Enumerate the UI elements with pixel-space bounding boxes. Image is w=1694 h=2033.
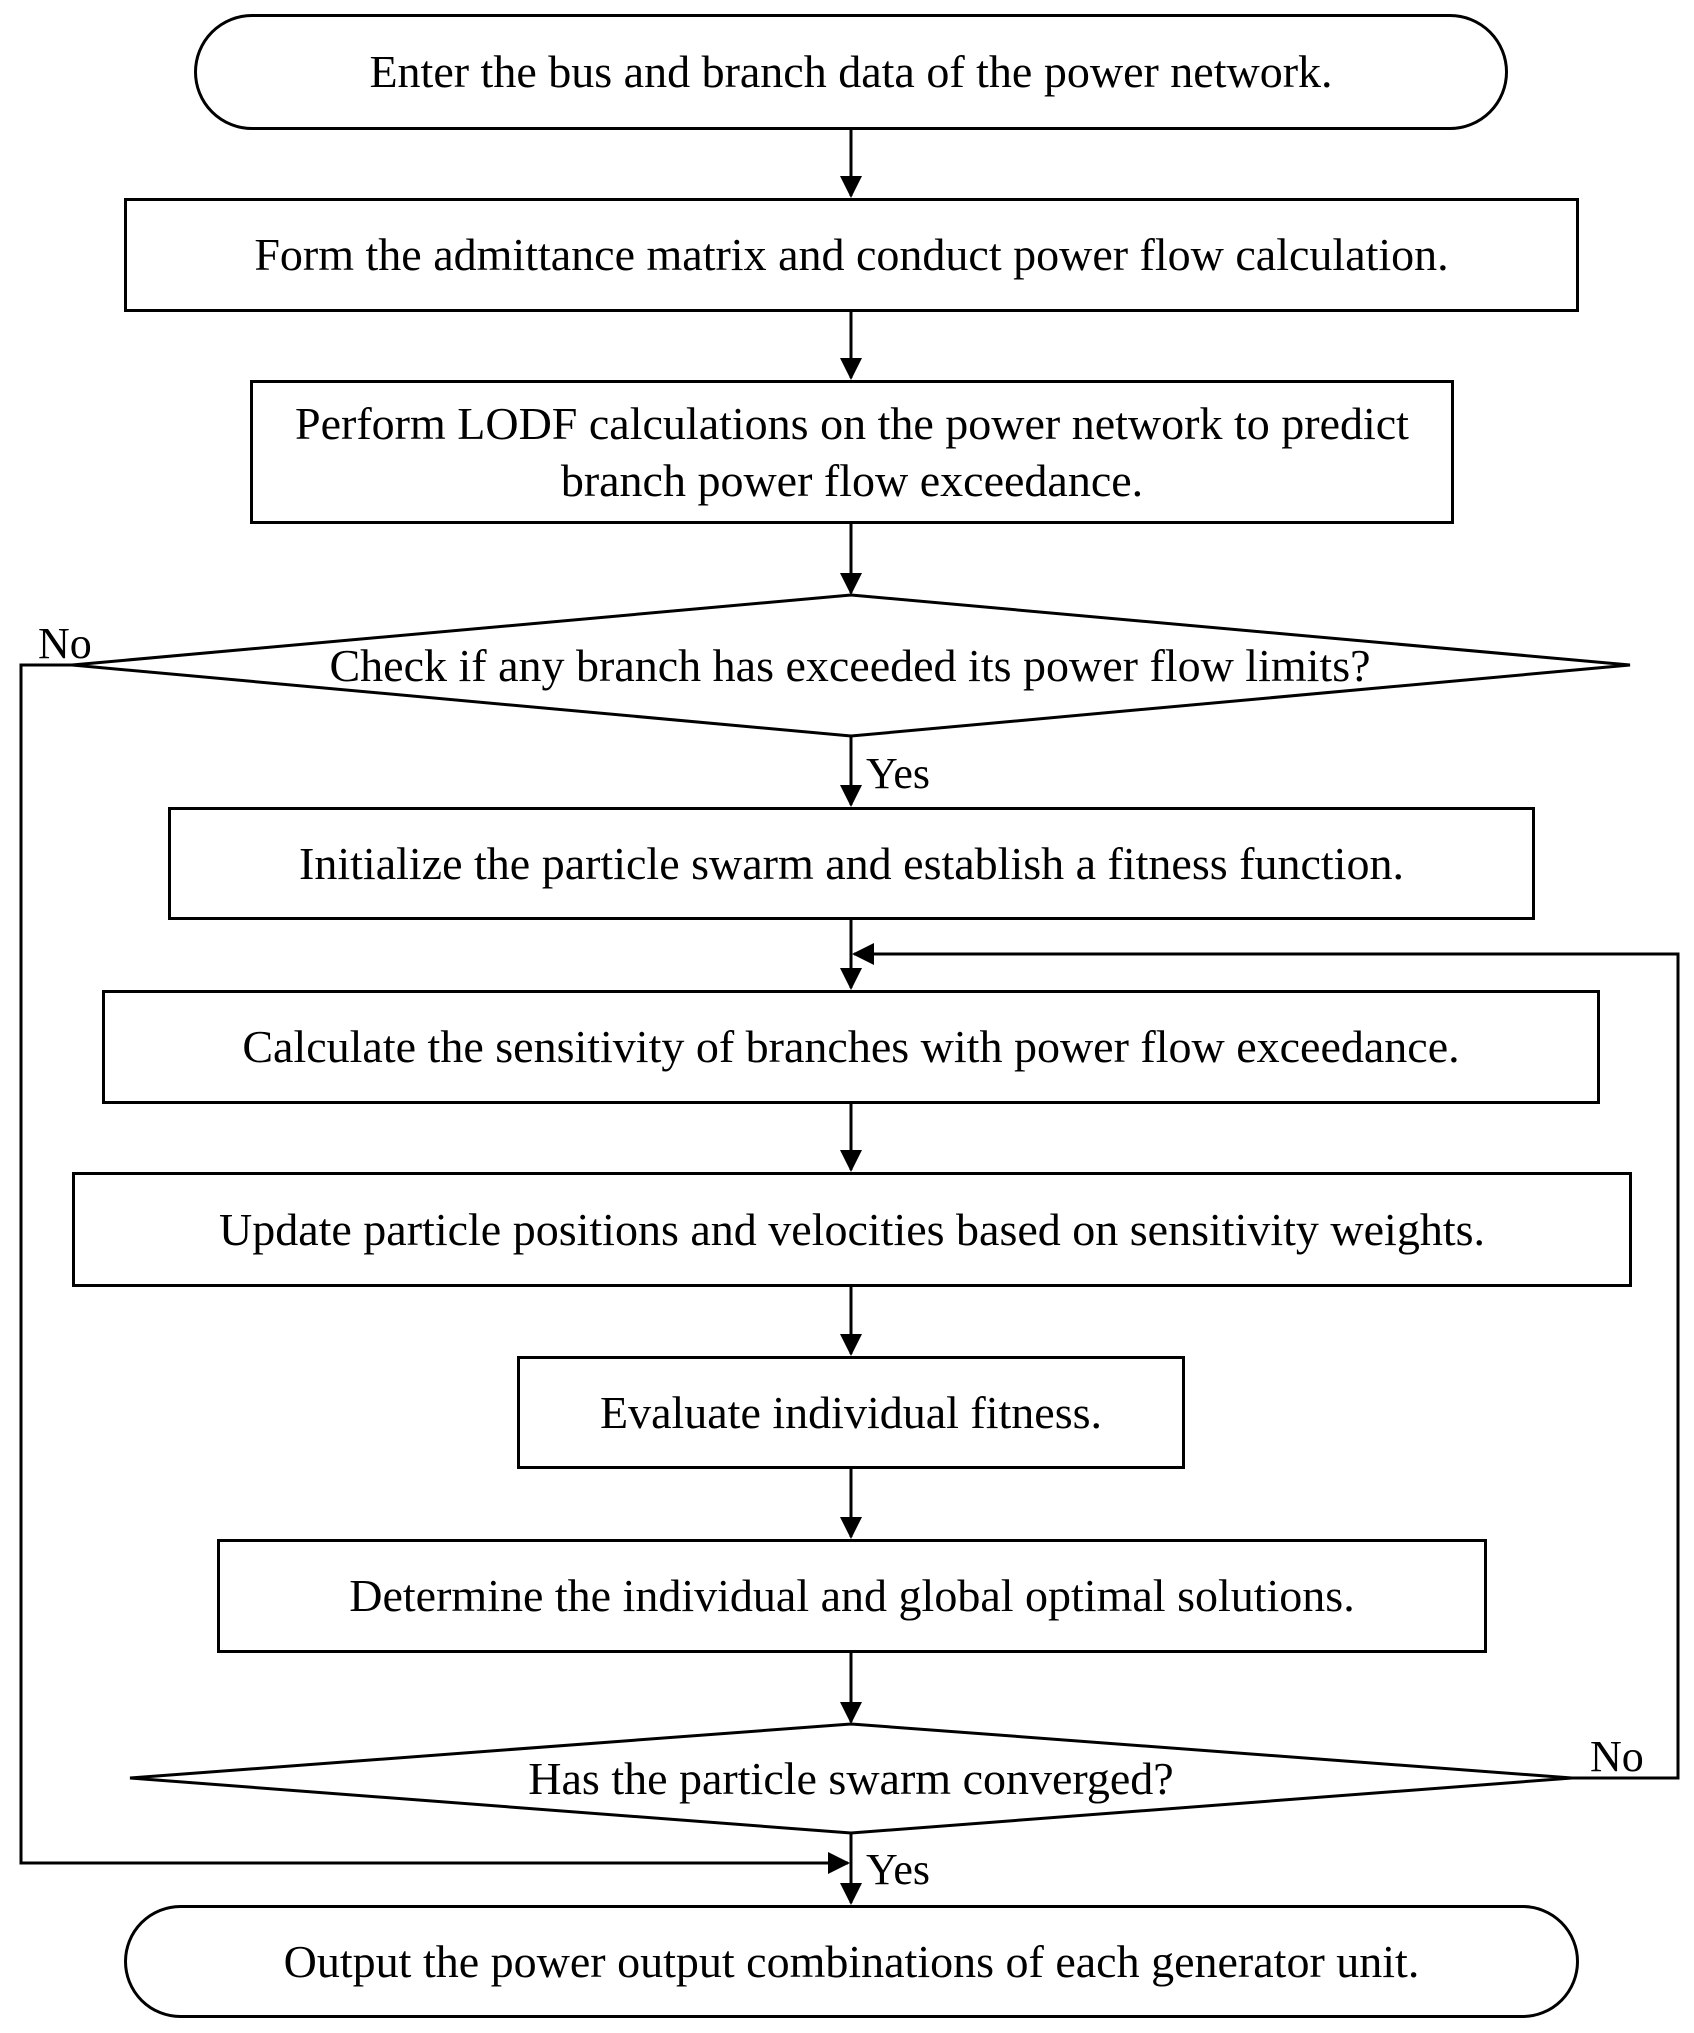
lodf-process: Perform LODF calculations on the power n… bbox=[250, 380, 1454, 524]
init-swarm-text: Initialize the particle swarm and establ… bbox=[299, 837, 1404, 889]
check-no-label: No bbox=[38, 619, 92, 668]
arrow-converged-no-loop bbox=[852, 943, 1680, 1780]
init-swarm-process: Initialize the particle swarm and establ… bbox=[168, 807, 1535, 920]
start-terminal: Enter the bus and branch data of the pow… bbox=[194, 14, 1508, 130]
optimal-text: Determine the individual and global opti… bbox=[349, 1570, 1355, 1622]
sensitivity-text: Calculate the sensitivity of branches wi… bbox=[242, 1021, 1460, 1073]
admittance-process: Form the admittance matrix and conduct p… bbox=[124, 198, 1579, 312]
lodf-text: Perform LODF calculations on the power n… bbox=[295, 397, 1409, 507]
update-process: Update particle positions and velocities… bbox=[72, 1172, 1632, 1287]
converged-text: Has the particle swarm converged? bbox=[528, 1752, 1174, 1804]
start-text: Enter the bus and branch data of the pow… bbox=[369, 46, 1333, 98]
output-text: Output the power output combinations of … bbox=[283, 1935, 1420, 1987]
output-terminal: Output the power output combinations of … bbox=[124, 1905, 1579, 2018]
converged-no-label: No bbox=[1590, 1732, 1644, 1781]
optimal-process: Determine the individual and global opti… bbox=[217, 1539, 1487, 1653]
sensitivity-process: Calculate the sensitivity of branches wi… bbox=[102, 990, 1600, 1104]
evaluate-text: Evaluate individual fitness. bbox=[599, 1386, 1103, 1438]
check-yes-label: Yes bbox=[866, 749, 931, 798]
admittance-text: Form the admittance matrix and conduct p… bbox=[254, 229, 1449, 281]
arrow-check-no-to-output bbox=[19, 663, 850, 1874]
converged-yes-label: Yes bbox=[866, 1845, 931, 1894]
check-limits-text: Check if any branch has exceeded its pow… bbox=[329, 639, 1371, 691]
evaluate-process: Evaluate individual fitness. bbox=[517, 1356, 1185, 1469]
update-text: Update particle positions and velocities… bbox=[218, 1203, 1486, 1255]
